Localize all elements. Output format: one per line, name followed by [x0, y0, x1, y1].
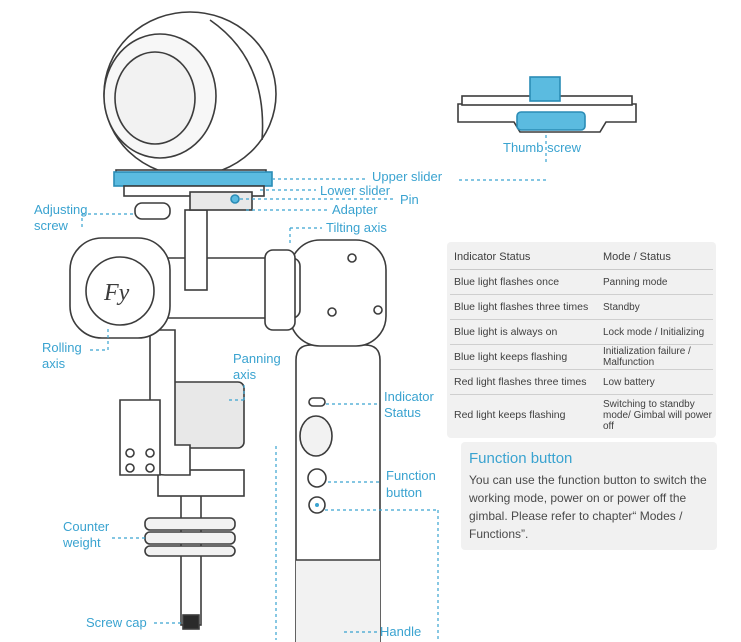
table-cell-mode: Standby — [599, 294, 713, 320]
label-panning-axis-line2: axis — [233, 367, 257, 382]
table-cell-status: Red light flashes three times — [450, 369, 599, 395]
table-row: Red light flashes three times Low batter… — [450, 369, 713, 395]
label-indicator-status-line1: Indicator — [384, 389, 434, 404]
label-counter-weight-line2: weight — [63, 535, 101, 550]
leader-lines — [81, 135, 547, 640]
function-button-text: You can use the function button to switc… — [469, 473, 707, 541]
counter-disc-2 — [144, 531, 236, 545]
table-row: Blue light keeps flashing Initialization… — [450, 344, 713, 370]
table-header: Mode / Status — [599, 245, 713, 270]
table-header: Indicator Status — [450, 245, 599, 270]
table-cell-mode: Switching to standby mode/ Gimbal will p… — [603, 398, 712, 432]
thumb-screw-knob — [529, 76, 561, 102]
label-adjusting-screw-line1: Adjusting — [34, 202, 88, 217]
table-row: Blue light is always on Lock mode / Init… — [450, 319, 713, 345]
table-header-row: Indicator Status Mode / Status — [450, 245, 713, 270]
table-cell-mode: Lock mode / Initializing — [599, 319, 713, 345]
screw-cap-part — [182, 614, 200, 630]
label-function-button-line2: button — [386, 485, 423, 500]
table-cell-mode: Panning mode — [599, 269, 713, 295]
table-cell-status: Red light keeps flashing — [454, 408, 566, 421]
table-cell-status: Blue light flashes once — [450, 269, 599, 295]
table-cell-mode: Low battery — [599, 369, 713, 395]
label-counter-weight-line1: Counter — [63, 519, 110, 534]
label-tilting-axis: Tilting axis — [326, 220, 387, 235]
label-pin: Pin — [400, 192, 419, 207]
label-lower-slider: Lower slider — [320, 183, 391, 198]
function-button-box: Function button You can use the function… — [461, 442, 717, 550]
counter-disc-3 — [144, 545, 236, 557]
table-cell-mode: Initialization failure / Malfunction — [599, 344, 713, 370]
table-row: Blue light flashes three times Standby — [450, 294, 713, 320]
panning-motor — [167, 381, 245, 449]
label-rolling-axis-line1: Rolling — [42, 340, 82, 355]
thumb-screw-body — [516, 111, 586, 131]
label-thumb-screw: Thumb screw — [503, 140, 582, 155]
label-indicator-status-line2: Status — [384, 405, 421, 420]
indicator-status-table: Indicator Status Mode / Status Blue ligh… — [447, 242, 716, 438]
function-button-title: Function button — [469, 450, 573, 467]
table-cell-status: Blue light keeps flashing — [450, 344, 599, 370]
label-screw-cap: Screw cap — [86, 615, 147, 630]
adjusting-screw-part — [134, 202, 171, 220]
upper-slider-part — [113, 171, 273, 187]
table-cell-status: Blue light flashes three times — [450, 294, 599, 320]
adapter-part — [189, 191, 253, 211]
label-upper-slider: Upper slider — [372, 169, 443, 184]
counter-disc-1 — [144, 517, 236, 531]
joystick — [299, 415, 333, 457]
label-handle: Handle — [380, 624, 422, 639]
label-adapter: Adapter — [332, 202, 378, 217]
function-button-part — [307, 468, 327, 488]
roll-cap — [85, 256, 155, 326]
table-cell-status: Blue light is always on — [450, 319, 599, 345]
label-rolling-axis-line2: axis — [42, 356, 66, 371]
label-function-button-line1: Function — [386, 468, 436, 483]
label-adjusting-screw-line2: screw — [34, 218, 68, 233]
table-row: Blue light flashes once Panning mode — [450, 269, 713, 295]
rod — [180, 494, 202, 626]
tilting-motor — [289, 239, 387, 347]
roll-bracket — [119, 399, 161, 476]
label-panning-axis-line1: Panning — [233, 351, 281, 366]
pin-part — [230, 194, 240, 204]
table-row: Red light keeps flashing Switching to st… — [450, 395, 713, 436]
svg-text:Fy: Fy — [103, 280, 130, 306]
